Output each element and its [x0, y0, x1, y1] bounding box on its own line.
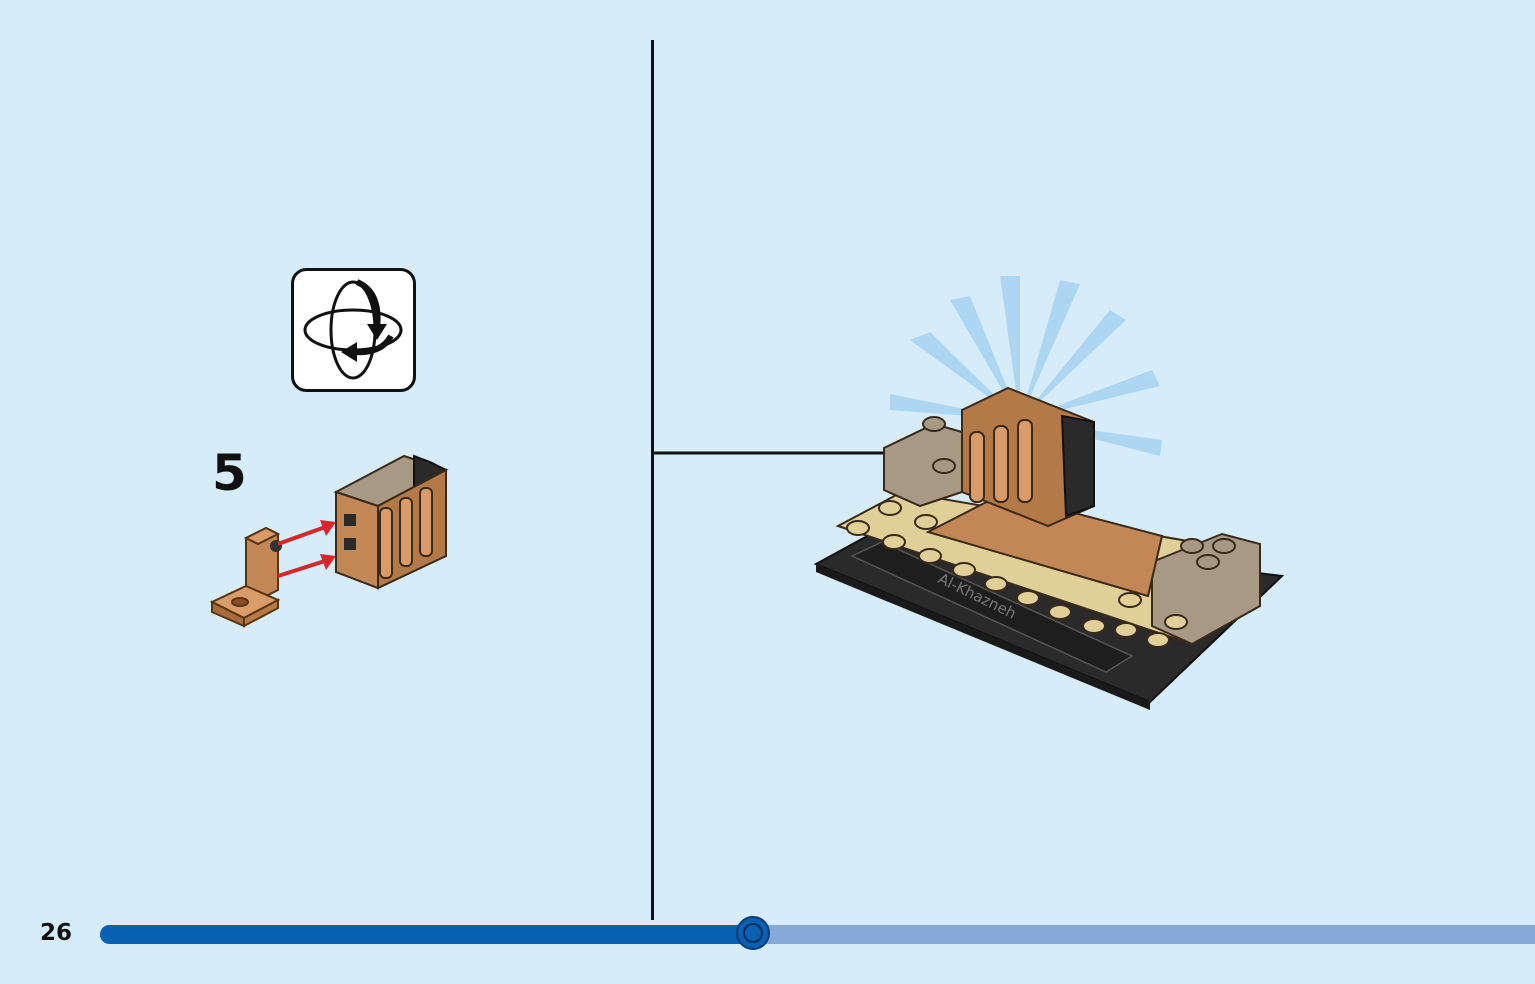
step-bracket-piece [209, 526, 282, 628]
progress-knob[interactable] [735, 916, 770, 950]
page-number: 26 [40, 920, 73, 946]
step-number: 5 [212, 444, 247, 502]
progress-bar [100, 925, 1535, 944]
page-divider [651, 40, 654, 920]
step-assembly-arrows [277, 520, 336, 578]
step-sub-assembly [333, 454, 449, 590]
progress-bar-fill [100, 925, 753, 944]
completed-model: Al-Khazneh [813, 386, 1285, 710]
rotate-model-icon [291, 268, 416, 392]
